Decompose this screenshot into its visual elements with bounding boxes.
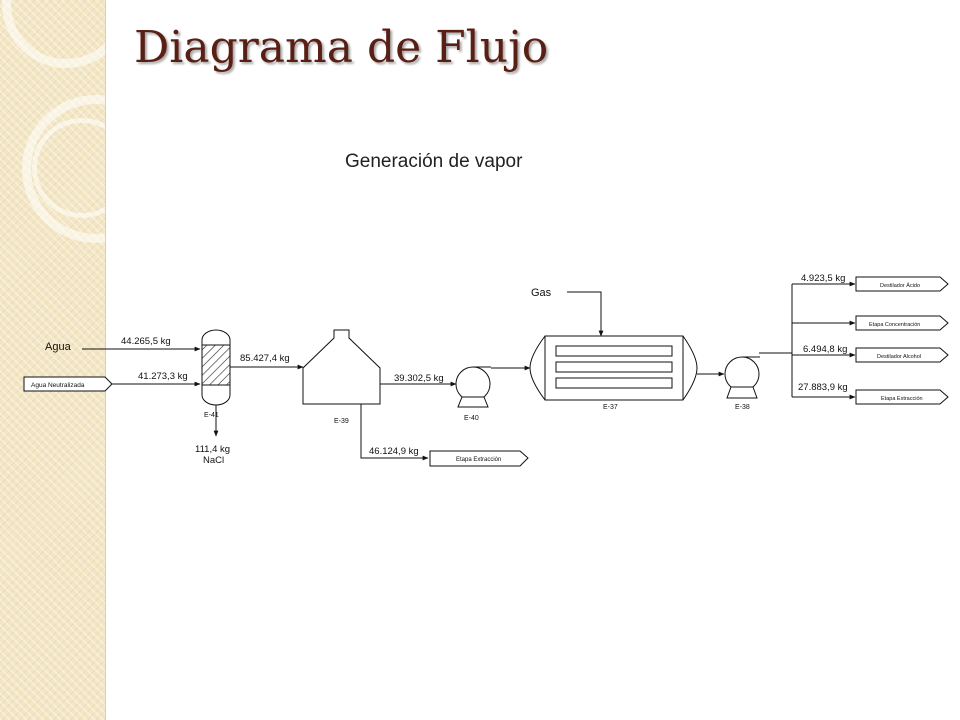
salt-name: NaCl <box>203 455 224 466</box>
e41-out-mass: 85.427,4 kg <box>240 353 290 364</box>
water-mass: 44.265,5 kg <box>121 336 171 347</box>
e39-to-e40-mass: 39.302,5 kg <box>394 373 444 384</box>
acid-mass: 4.923,5 kg <box>801 273 845 284</box>
extraction-box-right <box>855 389 949 405</box>
e39-extraction-mass: 46.124,9 kg <box>369 446 419 457</box>
alcohol-distiller-label: Destilador Alcohol <box>877 354 921 360</box>
concentration-label: Etapa Concentración <box>869 322 920 328</box>
decorative-sidebar <box>0 0 106 720</box>
extraction-lower-label: Etapa Extracción <box>456 457 501 463</box>
e40-pump-base <box>457 396 489 408</box>
neutralized-water-label: Agua Neutralizada <box>31 382 85 389</box>
e38-pump <box>724 356 760 392</box>
neutralized-water-box <box>23 376 113 392</box>
neutralized-water-mass: 41.273,3 kg <box>138 371 188 382</box>
stream-gas <box>567 291 604 337</box>
e39-label: E-39 <box>334 418 349 425</box>
e40-label: E-40 <box>464 415 479 422</box>
extraction-box-lower <box>429 450 529 467</box>
page-title: Diagrama de Flujo <box>134 22 549 73</box>
e39-vessel <box>302 329 381 405</box>
decorative-circle <box>32 118 105 218</box>
gas-label: Gas <box>531 287 552 299</box>
salt-mass: 111,4 kg <box>195 444 230 455</box>
water-label: Agua <box>45 341 72 353</box>
alcohol-mass: 6.494,8 kg <box>803 344 847 355</box>
acid-distiller-label: Destilador Ácido <box>880 282 920 289</box>
extraction-mass: 27.883,9 kg <box>798 382 848 393</box>
e41-label: E-41 <box>204 412 219 419</box>
extraction-right-label: Etapa Extracción <box>881 396 923 402</box>
alcohol-distiller-box <box>855 347 949 363</box>
stream-e39-extraction <box>360 404 429 461</box>
e38-label: E-38 <box>735 404 750 411</box>
acid-distiller-box <box>855 276 949 292</box>
e38-pump-base <box>726 386 758 399</box>
concentration-box <box>855 315 949 331</box>
e40-pump <box>455 366 491 402</box>
e37-label: E-37 <box>603 404 618 411</box>
e41-packing <box>201 344 231 386</box>
diagram-subtitle: Generación de vapor <box>345 151 523 172</box>
